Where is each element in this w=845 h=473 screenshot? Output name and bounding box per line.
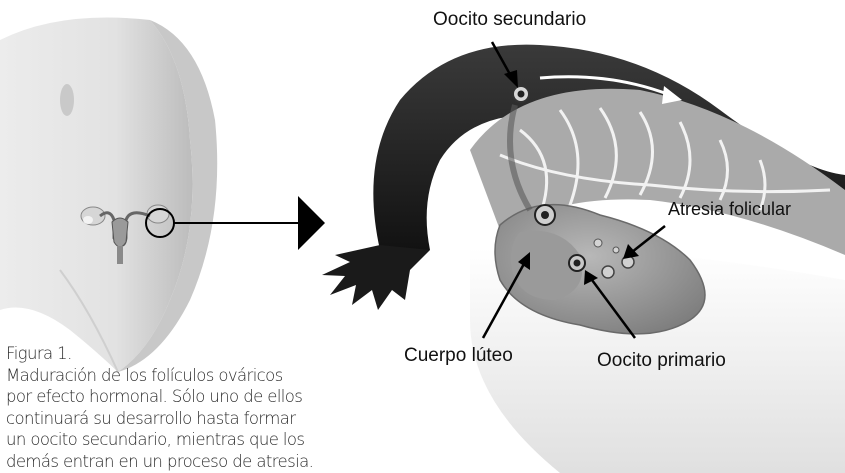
caption-line: un oocito secundario, mientras que los (6, 429, 406, 451)
label-oocito-secundario: Oocito secundario (433, 9, 586, 31)
label-oocito-primario: Oocito primario (597, 350, 726, 372)
label-cuerpo-luteo: Cuerpo lúteo (404, 345, 513, 367)
navel (60, 84, 74, 116)
figure-caption: Figura 1. Maduración de los folículos ov… (6, 343, 406, 472)
caption-line: demás entran en un proceso de atresia. (6, 451, 406, 473)
caption-line: por efecto hormonal. Sólo uno de ellos (6, 386, 406, 408)
label-atresia-folicular: Atresia folicular (668, 199, 791, 220)
torso-illustration (0, 18, 217, 373)
caption-title: Figura 1. (6, 343, 406, 365)
fimbriae (322, 245, 430, 310)
follicle-ovulating (535, 205, 555, 225)
caption-line: continuará su desarrollo hasta formar (6, 408, 406, 430)
connector-arrowhead (298, 196, 325, 250)
follicle-primario (569, 255, 585, 271)
oocyte-secundario (513, 86, 529, 102)
caption-line: Maduración de los folículos ováricos (6, 365, 406, 387)
